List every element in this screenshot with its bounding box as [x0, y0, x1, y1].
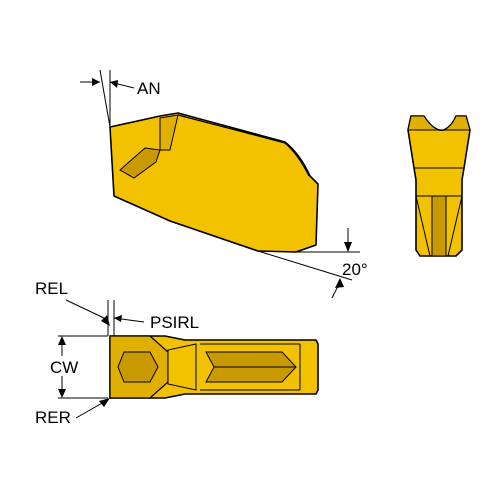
- an-extension-line: [99, 69, 111, 128]
- rel-label: REL: [35, 279, 68, 298]
- cw-label: CW: [50, 358, 78, 377]
- an-dimension: AN: [80, 69, 161, 128]
- cw-top-arrowhead: [58, 336, 66, 345]
- end-view-left-bevel: [415, 195, 431, 257]
- an-left-arrowhead: [92, 78, 100, 86]
- psirl-arrowhead: [114, 315, 122, 322]
- end-view-groove: [431, 195, 447, 257]
- side-view-rake-face: [159, 114, 179, 151]
- side-view: [109, 112, 319, 253]
- cw-label-bg: [48, 356, 82, 376]
- angle-dimension: 20°: [257, 228, 368, 299]
- rer-dimension: RER: [35, 398, 110, 427]
- end-view-right-bevel: [447, 195, 463, 257]
- psirl-label: PSIRL: [150, 313, 199, 332]
- top-view-neck: [167, 343, 197, 391]
- side-view-body: [109, 112, 319, 253]
- side-view-top-edge: [177, 114, 310, 177]
- side-view-tip-shadow: [119, 147, 161, 179]
- rer-arrowhead: [99, 398, 110, 407]
- cw-dimension: CW: [48, 335, 108, 399]
- rel-psirl-dimension: REL PSIRL: [35, 279, 199, 336]
- cw-bottom-arrowhead: [58, 389, 66, 398]
- angle-bottom-arrowhead: [335, 278, 344, 288]
- angle-bottom-arrow-line: [331, 283, 340, 299]
- side-view-bottom-edge: [113, 195, 259, 252]
- side-view-rear-edge: [295, 244, 317, 253]
- top-view: [109, 335, 319, 399]
- an-right-arrowhead: [110, 80, 118, 88]
- angle-slant-line: [257, 250, 353, 281]
- top-view-chipbreaker: [117, 351, 159, 383]
- end-view: [407, 115, 471, 257]
- rel-leader: [65, 299, 105, 319]
- rer-leader: [75, 401, 105, 419]
- rel-arrowhead: [101, 315, 110, 326]
- rer-label: RER: [35, 408, 71, 427]
- end-view-top-face: [407, 115, 471, 131]
- angle-top-arrowhead: [344, 242, 352, 252]
- angle-label: 20°: [342, 260, 368, 279]
- an-label: AN: [137, 79, 161, 98]
